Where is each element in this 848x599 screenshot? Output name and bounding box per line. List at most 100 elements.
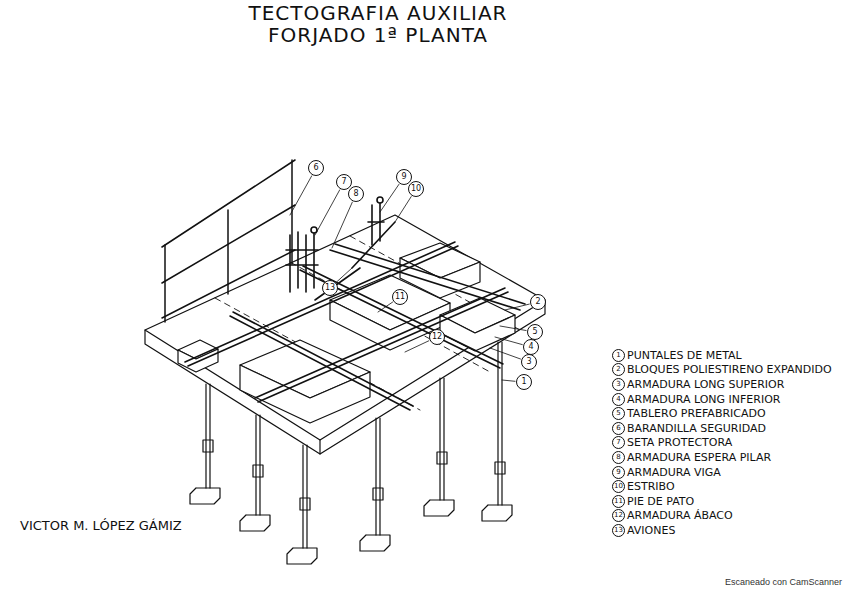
metal-prop xyxy=(379,418,380,535)
legend-row: 7SETA PROTECTORA xyxy=(612,436,832,451)
watermark: Escaneado con CamScanner xyxy=(725,577,842,587)
callout-number: 8 xyxy=(348,186,364,202)
legend-text: SETA PROTECTORA xyxy=(627,436,732,449)
callout-number: 5 xyxy=(527,324,543,340)
legend-row: 13AVIONES xyxy=(612,523,832,538)
metal-prop xyxy=(437,452,447,464)
callout-number: 13 xyxy=(322,280,338,296)
metal-prop xyxy=(205,384,206,488)
metal-prop xyxy=(302,445,303,548)
polystyrene-block xyxy=(440,315,515,351)
metal-prop xyxy=(300,498,310,510)
callout-number: 10 xyxy=(612,480,625,493)
column-starter-bars xyxy=(289,235,291,292)
legend-text: ARMADURA VIGA xyxy=(627,466,721,479)
legend-row: 3ARMADURA LONG SUPERIOR xyxy=(612,377,832,392)
prop-base xyxy=(360,535,390,551)
callout-number: 6 xyxy=(308,160,324,176)
leader-line xyxy=(315,190,340,235)
slab-board xyxy=(319,440,320,454)
polystyrene-block xyxy=(400,258,480,298)
leader-line xyxy=(380,184,399,212)
author-signature: VICTOR M. LÓPEZ GÁMIZ xyxy=(20,518,182,533)
metal-prop xyxy=(443,378,444,500)
safety-railing xyxy=(162,205,295,283)
rebar xyxy=(300,270,500,368)
callout-number: 12 xyxy=(429,329,445,345)
prop-base xyxy=(190,488,220,504)
rebar xyxy=(303,266,503,364)
callout-number: 8 xyxy=(612,451,625,464)
legend-text: PUNTALES DE METAL xyxy=(627,349,742,362)
callout-number: 2 xyxy=(530,294,546,310)
legend-row: 10ESTRIBO xyxy=(612,479,832,494)
safety-railing xyxy=(162,160,295,322)
callout-number: 11 xyxy=(392,289,408,305)
safety-railing xyxy=(162,160,295,247)
rebar xyxy=(330,250,520,310)
rebar xyxy=(258,292,508,402)
legend-text: BARANDILLA SEGURIDAD xyxy=(627,422,766,435)
rebar xyxy=(185,242,455,362)
legend-text: ARMADURA LONG INFERIOR xyxy=(627,393,781,406)
legend: 1PUNTALES DE METAL2BLOQUES POLIESTIRENO … xyxy=(612,348,832,538)
column-starter-bars xyxy=(377,197,383,203)
leader-line xyxy=(502,380,515,381)
prop-base xyxy=(482,505,512,521)
legend-text: BLOQUES POLIESTIRENO EXPANDIDO xyxy=(627,363,832,376)
prop-base xyxy=(240,515,270,531)
safety-railing xyxy=(227,210,229,294)
rebar xyxy=(335,244,525,304)
rebar xyxy=(352,222,395,268)
callout-number: 10 xyxy=(408,181,424,197)
slab-board xyxy=(145,215,545,440)
legend-text: PIE DE PATO xyxy=(627,495,694,508)
leader-line xyxy=(337,268,352,282)
metal-prop xyxy=(375,418,376,535)
legend-row: 5TABLERO PREFABRICADO xyxy=(612,406,832,421)
leader-line xyxy=(332,202,352,248)
rebar xyxy=(185,222,525,410)
leader-line xyxy=(405,341,429,352)
callout-number: 13 xyxy=(612,524,625,537)
slab-board xyxy=(145,215,545,454)
metal-prop xyxy=(495,462,505,474)
callout-number: 4 xyxy=(612,393,625,406)
legend-row: 6BARANDILLA SEGURIDAD xyxy=(612,421,832,436)
legend-text: AVIONES xyxy=(627,524,675,537)
metal-prop xyxy=(209,384,210,488)
metal-prop xyxy=(439,378,440,500)
legend-text: TABLERO PREFABRICADO xyxy=(627,407,766,420)
callout-number: 3 xyxy=(612,378,625,391)
legend-row: 4ARMADURA LONG INFERIOR xyxy=(612,392,832,407)
safety-railing xyxy=(164,245,166,322)
rebar xyxy=(315,268,360,300)
legend-text: ESTRIBO xyxy=(627,480,675,493)
callout-number: 6 xyxy=(612,422,625,435)
callout-number: 9 xyxy=(612,466,625,479)
callout-number: 5 xyxy=(612,407,625,420)
callout-number: 2 xyxy=(612,363,625,376)
rebar xyxy=(233,312,413,406)
metal-prop xyxy=(253,465,263,477)
callout-number: 3 xyxy=(521,354,537,370)
title: TECTOGRAFIA AUXILIAR FORJADO 1ª PLANTA xyxy=(228,2,528,46)
column-starter-bars xyxy=(297,232,299,288)
leader-line xyxy=(495,337,522,345)
leader-line xyxy=(378,302,393,312)
legend-row: 1PUNTALES DE METAL xyxy=(612,348,832,363)
legend-text: ARMADURA LONG SUPERIOR xyxy=(627,378,784,391)
metal-prop xyxy=(501,342,502,505)
metal-prop xyxy=(306,445,307,548)
rebar xyxy=(230,316,410,410)
legend-row: 12ARMADURA ÁBACO xyxy=(612,509,832,524)
callout-number: 1 xyxy=(516,374,532,390)
legend-row: 9ARMADURA VIGA xyxy=(612,465,832,480)
prop-base xyxy=(424,500,454,516)
legend-row: 11PIE DE PATO xyxy=(612,494,832,509)
metal-prop xyxy=(203,440,213,452)
legend-row: 2BLOQUES POLIESTIRENO EXPANDIDO xyxy=(612,363,832,378)
polystyrene-block xyxy=(178,349,218,372)
leader-line xyxy=(395,197,411,222)
